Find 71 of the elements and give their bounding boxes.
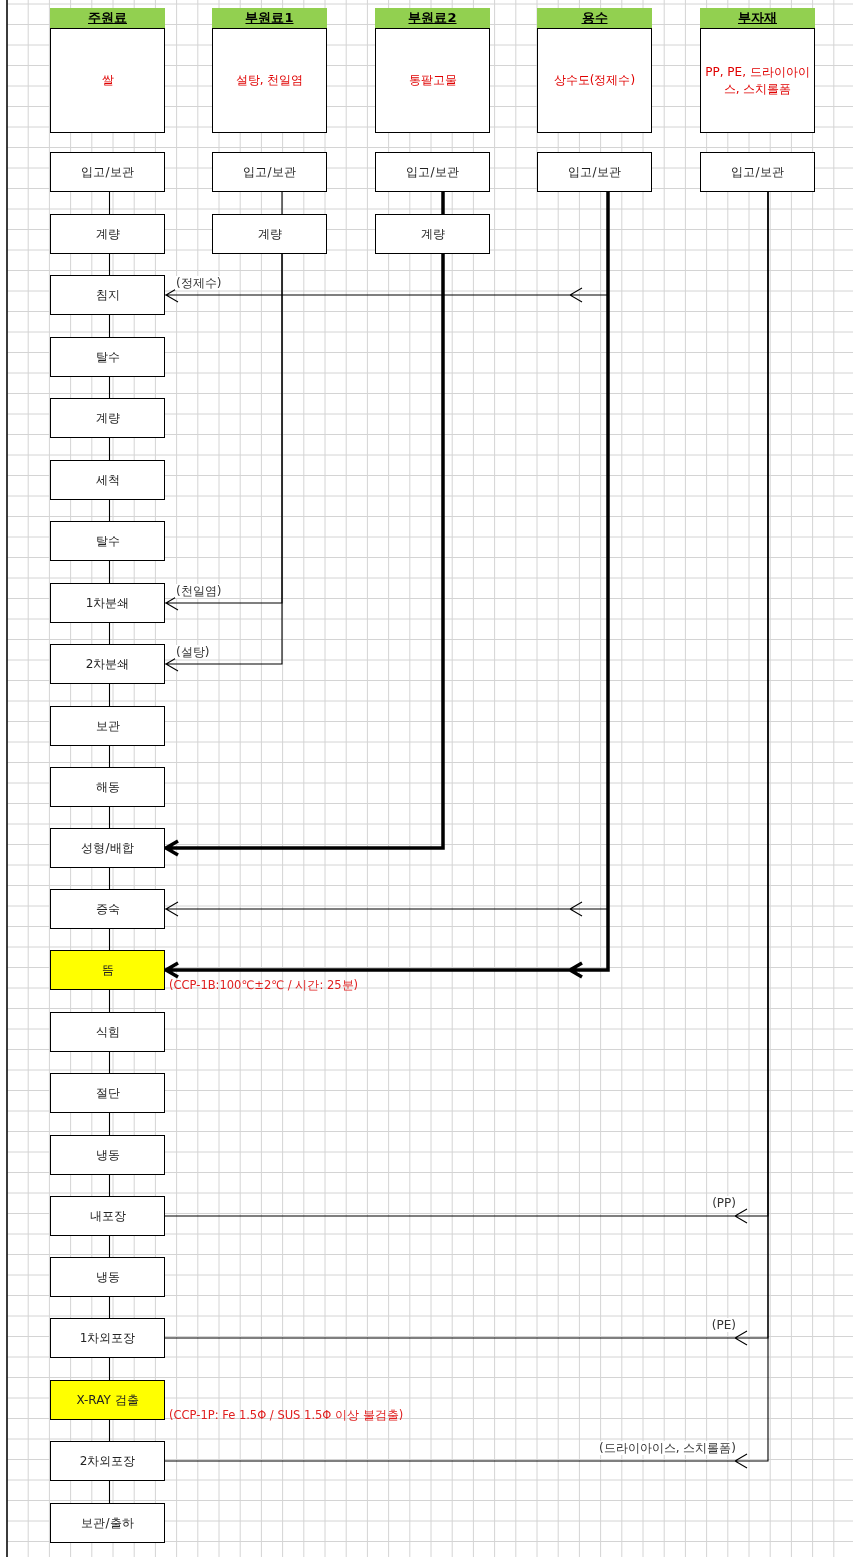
edge-label: (PE) [710, 1318, 737, 1332]
process-box: 1차분쇄 [50, 583, 165, 623]
process-box: 2차외포장 [50, 1441, 165, 1481]
column-header: 부원료1 [212, 8, 327, 28]
connector-line [108, 989, 111, 1013]
connector-line [108, 1357, 111, 1381]
process-box: 보관/출하 [50, 1503, 165, 1543]
material-box: 상수도(정제수) [537, 28, 652, 133]
process-box: 뜸 [50, 950, 165, 990]
process-box: 탈수 [50, 521, 165, 561]
connector-line [108, 560, 111, 584]
process-box: 침지 [50, 275, 165, 315]
material-box: 통팥고물 [375, 28, 490, 133]
process-box: X-RAY 검출 [50, 1380, 165, 1420]
process-box: 입고/보관 [212, 152, 327, 192]
ccp-note: (CCP-1B:100℃±2℃ / 시간: 25분) [169, 978, 359, 992]
column-header: 부자재 [700, 8, 815, 28]
process-box: 내포장 [50, 1196, 165, 1236]
connector-line [108, 1112, 111, 1136]
edge-label: (설탕) [175, 645, 211, 659]
connector-line [108, 683, 111, 707]
process-box: 세척 [50, 460, 165, 500]
process-box: 입고/보관 [537, 152, 652, 192]
connector-line [108, 376, 111, 399]
connector-line [108, 191, 111, 215]
connector-line [441, 192, 445, 214]
process-box: 식힘 [50, 1012, 165, 1052]
edge-label: (정제수) [175, 276, 223, 290]
connector-line [108, 1419, 111, 1442]
edge-label: (천일염) [175, 584, 223, 598]
material-box: PP, PE, 드라이아이스, 스치롤폼 [700, 28, 815, 133]
process-box: 입고/보관 [700, 152, 815, 192]
process-box: 탈수 [50, 337, 165, 377]
connector-line [281, 191, 283, 215]
process-box: 계량 [50, 214, 165, 254]
edge-label: (드라이아이스, 스치롤폼) [598, 1441, 737, 1455]
connector-line [108, 867, 111, 890]
process-box: 냉동 [50, 1257, 165, 1297]
connector-line [108, 928, 111, 951]
column-header: 부원료2 [375, 8, 490, 28]
connector-line [108, 1051, 111, 1074]
process-box: 계량 [50, 398, 165, 438]
connector-line [108, 499, 111, 522]
process-box: 계량 [212, 214, 327, 254]
process-box: 1차외포장 [50, 1318, 165, 1358]
process-box: 성형/배합 [50, 828, 165, 868]
process-box: 해동 [50, 767, 165, 807]
column-header: 주원료 [50, 8, 165, 28]
connector-line [108, 253, 111, 276]
ccp-note: (CCP-1P: Fe 1.5Φ / SUS 1.5Φ 이상 불검출) [169, 1408, 404, 1422]
connector-line [108, 1480, 111, 1504]
edge-label: (PP) [711, 1196, 737, 1210]
process-box: 2차분쇄 [50, 644, 165, 684]
process-box: 냉동 [50, 1135, 165, 1175]
process-box: 증숙 [50, 889, 165, 929]
connector-line [108, 806, 111, 829]
connector-line [108, 437, 111, 461]
material-box: 설탕, 천일염 [212, 28, 327, 133]
connector-line [108, 1174, 111, 1197]
process-box: 계량 [375, 214, 490, 254]
process-box: 보관 [50, 706, 165, 746]
connector-line [108, 314, 111, 338]
column-header: 용수 [537, 8, 652, 28]
connector-line [108, 745, 111, 768]
connector-line [108, 1296, 111, 1319]
process-box: 절단 [50, 1073, 165, 1113]
process-box: 입고/보관 [375, 152, 490, 192]
connector-line [108, 622, 111, 645]
material-box: 쌀 [50, 28, 165, 133]
connector-line [108, 1235, 111, 1258]
process-box: 입고/보관 [50, 152, 165, 192]
